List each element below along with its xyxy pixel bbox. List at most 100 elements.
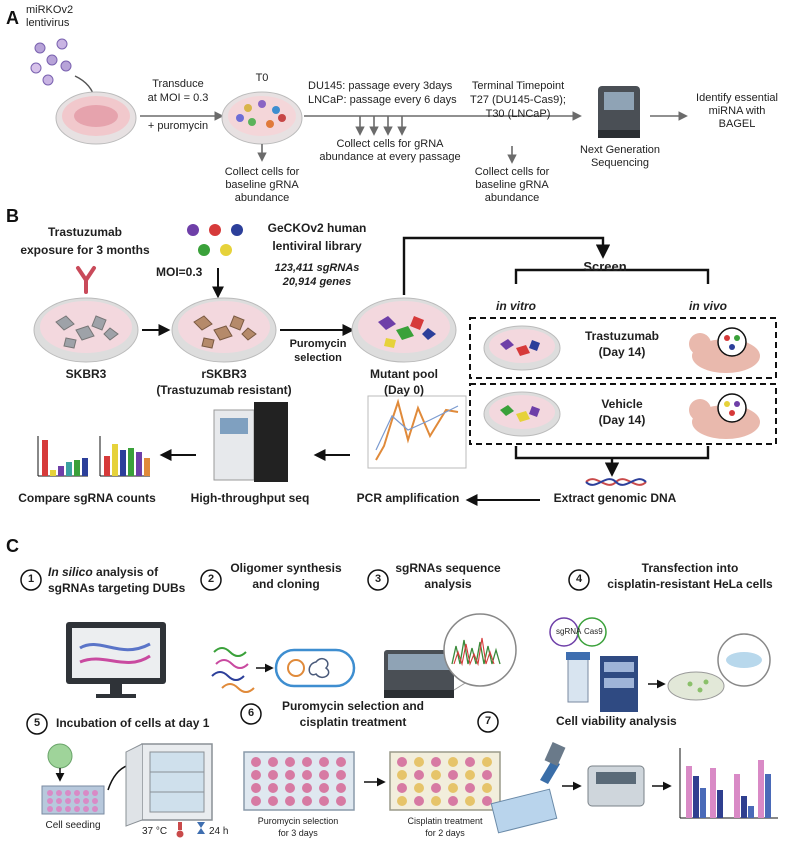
cis-2days-line1: Cisplatin treatment [407, 816, 483, 826]
trastuzumab-box [469, 317, 777, 379]
step-4-line2: cisplatin-resistant HeLa cells [607, 577, 773, 591]
sgrna-bar-chart-1 [37, 436, 88, 477]
rskbr3-line1: rSKBR3 [201, 367, 247, 381]
ngs-sequencer [598, 86, 640, 138]
terminal-line1: Terminal Timepoint [471, 80, 565, 92]
cell-seeding-label: Cell seeding [45, 820, 101, 831]
library-line2: lentiviral library [272, 239, 362, 253]
ngs-line1: Next Generation [579, 144, 661, 156]
step-3-line2: analysis [424, 577, 472, 591]
step-5-number: 5 [33, 717, 41, 729]
lentivirus-particles [30, 38, 72, 86]
trastuzumab-day-line2: (Day 14) [598, 345, 646, 359]
step-4-number: 4 [575, 573, 583, 585]
pcr-plot [367, 395, 467, 469]
extract-dna-label: Extract genomic DNA [553, 491, 677, 505]
cisplatin-plate [389, 751, 501, 811]
in-vitro-label: in vitro [495, 299, 536, 313]
trastuzumab-exposure-line1: Trastuzumab [47, 225, 122, 239]
step-2-number: 2 [207, 573, 215, 585]
in-vivo-label: in vivo [688, 299, 727, 313]
identify-line2: miRNA with [708, 105, 766, 117]
cas9-tag: Cas9 [584, 627, 603, 636]
incubation-icon [41, 743, 213, 838]
step-1-line1: In silico analysis of [48, 565, 159, 580]
transduce-line3: + puromycin [147, 120, 209, 132]
lentivirus-label-line2: lentivirus [26, 17, 70, 29]
panel-b-label: B [6, 206, 19, 226]
collect-passage-line2: abundance at every passage [319, 151, 461, 163]
puro-3days-line2: for 3 days [278, 828, 318, 838]
dish-transduce [55, 91, 137, 145]
mouse-trastuzumab [689, 327, 760, 373]
terminal-line2: T27 (DU145-Cas9); [470, 94, 566, 106]
skbr3-label: SKBR3 [65, 367, 107, 381]
baseline-right-line2: baseline gRNA [475, 179, 549, 191]
dna-helix-icon [585, 478, 647, 486]
terminal-line3: T30 (LNCaP) [485, 108, 551, 120]
dish-mutant-pool [351, 297, 457, 363]
step-2-line1: Oligomer synthesis [230, 561, 342, 575]
temperature-label: 37 °C [142, 826, 168, 837]
panel-b-artwork [33, 224, 777, 506]
mutant-line1: Mutant pool [370, 367, 438, 381]
viability-bar-chart [679, 748, 778, 819]
identify-line1: Identify essential [696, 92, 778, 104]
baseline-left-line1: Collect cells for [224, 166, 300, 178]
lentivirus-label-line1: miRKOv2 [26, 4, 74, 16]
baseline-left-line2: baseline gRNA [225, 179, 299, 191]
step-1-line2: sgRNAs targeting DUBs [48, 581, 186, 595]
collect-passage-line1: Collect cells for gRNA [336, 138, 444, 150]
oligo-cloning-icon [211, 647, 356, 693]
step-6-line1: Puromycin selection and [281, 699, 425, 713]
vehicle-box [469, 383, 777, 445]
passage-line1: DU145: passage every 3days [308, 80, 453, 92]
panel-c-artwork [20, 569, 778, 838]
panel-c-label: C [6, 536, 19, 556]
transfection-icon [549, 617, 771, 712]
puromycin-line1: Puromycin [289, 338, 347, 350]
library-sgrna-count: 123,411 sgRNAs [274, 262, 360, 274]
trastuzumab-day-line1: Trastuzumab [584, 329, 659, 343]
step-3-line1: sgRNAs sequence [395, 561, 501, 575]
monitor-icon [66, 622, 166, 698]
dish-rskbr3 [171, 297, 277, 363]
library-gene-count: 20,914 genes [282, 276, 352, 288]
baseline-left-line3: abundance [234, 192, 290, 204]
pcr-label: PCR amplification [356, 491, 460, 505]
panel-a-label: A [6, 8, 19, 28]
identify-line3: BAGEL [718, 118, 756, 130]
dish-t0 [221, 91, 303, 145]
step-7-line1: Cell viability analysis [556, 714, 677, 728]
mutant-line2: (Day 0) [383, 383, 424, 397]
screen-label: Screen [583, 259, 627, 274]
step-4-line1: Transfection into [641, 561, 739, 575]
step-2-line2: and cloning [252, 577, 320, 591]
step-5-line1: Incubation of cells at day 1 [56, 716, 210, 730]
step-6-line2: cisplatin treatment [299, 715, 407, 729]
antibody-icon [76, 266, 96, 294]
t0-label: T0 [255, 72, 269, 84]
step-3-number: 3 [374, 573, 382, 585]
step-1-number: 1 [27, 573, 35, 585]
baseline-right-line3: abundance [484, 192, 540, 204]
sgrna-bar-chart-2 [99, 436, 150, 477]
puromycin-plate [243, 751, 355, 811]
panel-a-artwork [30, 38, 688, 164]
hts-label: High-throughput seq [190, 491, 310, 505]
cis-2days-line2: for 2 days [425, 828, 465, 838]
library-viruses [187, 224, 243, 256]
puromycin-line2: selection [294, 352, 342, 364]
transduce-line1: Transduce [152, 78, 204, 90]
sanger-sequencer-icon [384, 613, 517, 698]
time-label: 24 h [209, 826, 229, 837]
ngs-line2: Sequencing [590, 157, 650, 169]
hts-sequencer [213, 402, 288, 482]
sgrna-tag: sgRNA [556, 627, 582, 636]
step-1-line1-text: analysis of [96, 565, 159, 579]
transduce-line2: at MOI = 0.3 [147, 92, 209, 104]
compare-label: Compare sgRNA counts [18, 491, 156, 505]
viability-assay-icon [490, 742, 672, 834]
baseline-right-line1: Collect cells for [474, 166, 550, 178]
